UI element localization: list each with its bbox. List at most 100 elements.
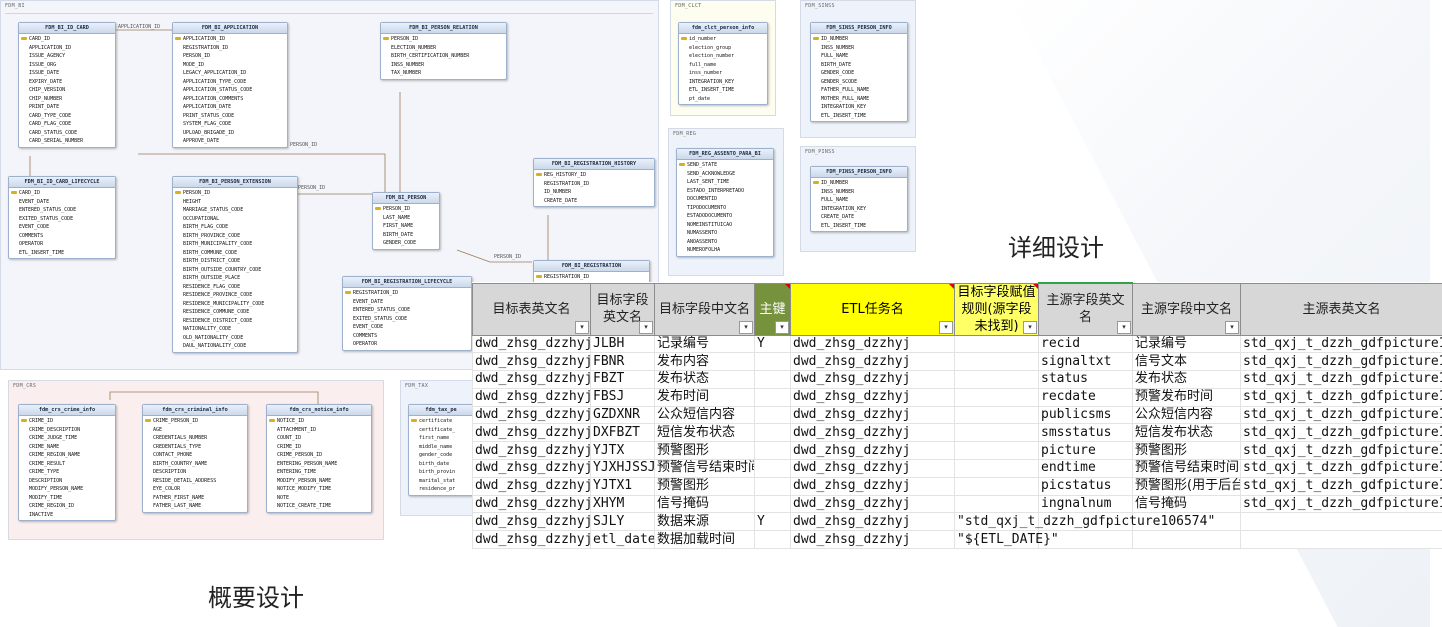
table-cell[interactable]: 短信发布状态 <box>1132 423 1241 443</box>
table-cell[interactable]: 发布状态 <box>654 370 755 389</box>
col-header-target-field-en[interactable]: 目标字段英文名▾ <box>590 282 655 336</box>
table-cell[interactable]: FBNR <box>590 352 655 372</box>
table-cell[interactable] <box>954 423 1039 443</box>
table-cell[interactable] <box>954 370 1039 389</box>
table-cell[interactable]: 预警信号结束时间 <box>654 459 755 478</box>
table-cell[interactable] <box>754 423 791 443</box>
table-cell[interactable]: dwd_zhsg_dzzhyj <box>472 352 591 372</box>
col-header-target-field-cn[interactable]: 目标字段中文名▾ <box>654 282 755 336</box>
table-cell[interactable]: std_qxj_t_dzzh_gdfpicture106574 <box>1240 459 1442 478</box>
table-cell[interactable]: YJXHJSSJ <box>590 459 655 478</box>
table-cell[interactable]: dwd_zhsg_dzzhyj <box>790 530 955 550</box>
table-cell[interactable]: dwd_zhsg_dzzhyj <box>472 334 591 354</box>
table-cell[interactable]: dwd_zhsg_dzzhyj <box>472 459 591 478</box>
table-cell[interactable] <box>754 352 791 372</box>
table-cell[interactable] <box>1132 530 1241 550</box>
filter-dropdown-icon[interactable]: ▾ <box>739 320 753 334</box>
table-cell[interactable]: signaltxt <box>1038 352 1133 372</box>
table-cell[interactable]: dwd_zhsg_dzzhyj <box>790 512 955 532</box>
table-cell[interactable] <box>754 370 791 389</box>
col-header-primary-key[interactable]: 主键▾ <box>754 282 791 336</box>
table-cell[interactable] <box>954 459 1039 478</box>
col-header-etl-task[interactable]: ETL任务名▾ <box>790 282 955 336</box>
table-cell[interactable]: 信号掩码 <box>654 494 755 514</box>
table-cell[interactable]: GZDXNR <box>590 405 655 425</box>
table-cell[interactable]: dwd_zhsg_dzzhyj <box>790 441 955 461</box>
table-cell[interactable]: 预警信号结束时间 <box>1132 459 1241 478</box>
table-cell[interactable]: std_qxj_t_dzzh_gdfpicture106574 <box>1240 334 1442 354</box>
table-cell[interactable] <box>754 405 791 425</box>
table-cell[interactable] <box>754 459 791 478</box>
table-cell[interactable]: std_qxj_t_dzzh_gdfpicture106574 <box>1240 405 1442 425</box>
table-cell[interactable]: 短信发布状态 <box>654 423 755 443</box>
table-cell[interactable]: "${ETL_DATE}" <box>954 530 1059 550</box>
table-cell[interactable]: std_qxj_t_dzzh_gdfpicture106574 <box>1240 494 1442 514</box>
table-cell[interactable]: smsstatus <box>1038 423 1133 443</box>
table-cell[interactable]: 记录编号 <box>654 334 755 354</box>
table-cell[interactable]: XHYM <box>590 494 655 514</box>
table-cell[interactable] <box>954 494 1039 514</box>
table-cell[interactable]: dwd_zhsg_dzzhyj <box>790 387 955 407</box>
table-cell[interactable]: std_qxj_t_dzzh_gdfpicture106574 <box>1240 441 1442 461</box>
table-cell[interactable]: dwd_zhsg_dzzhyj <box>472 370 591 389</box>
table-cell[interactable]: dwd_zhsg_dzzhyj <box>472 530 591 550</box>
table-cell[interactable]: std_qxj_t_dzzh_gdfpicture106574 <box>1240 476 1442 496</box>
table-cell[interactable] <box>954 387 1039 407</box>
table-cell[interactable]: 预警图形 <box>654 441 755 461</box>
table-cell[interactable]: "std_qxj_t_dzzh_gdfpicture106574" <box>954 512 1215 532</box>
table-cell[interactable]: picture <box>1038 441 1133 461</box>
table-cell[interactable]: dwd_zhsg_dzzhyj <box>790 334 955 354</box>
table-cell[interactable] <box>754 387 791 407</box>
table-cell[interactable] <box>754 494 791 514</box>
table-cell[interactable]: std_qxj_t_dzzh_gdfpicture106574 <box>1240 423 1442 443</box>
table-cell[interactable]: YJTX1 <box>590 476 655 496</box>
table-cell[interactable]: dwd_zhsg_dzzhyj <box>790 352 955 372</box>
table-cell[interactable]: status <box>1038 370 1133 389</box>
col-header-source-field-en[interactable]: 主源字段英文名▾ <box>1038 282 1133 336</box>
table-cell[interactable]: dwd_zhsg_dzzhyj <box>472 512 591 532</box>
table-cell[interactable]: YJTX <box>590 441 655 461</box>
table-cell[interactable] <box>954 476 1039 496</box>
table-cell[interactable] <box>954 334 1039 354</box>
table-cell[interactable]: dwd_zhsg_dzzhyj <box>472 476 591 496</box>
table-cell[interactable]: std_qxj_t_dzzh_gdfpicture106574 <box>1240 370 1442 389</box>
table-cell[interactable]: dwd_zhsg_dzzhyj <box>472 494 591 514</box>
col-header-source-field-cn[interactable]: 主源字段中文名▾ <box>1132 282 1241 336</box>
table-cell[interactable]: 预警图形(用于后台) <box>1132 476 1241 496</box>
table-cell[interactable] <box>754 441 791 461</box>
table-cell[interactable]: FBZT <box>590 370 655 389</box>
table-cell[interactable]: 发布内容 <box>654 352 755 372</box>
table-cell[interactable]: endtime <box>1038 459 1133 478</box>
table-cell[interactable]: 预警图形 <box>654 476 755 496</box>
filter-dropdown-icon[interactable]: ▾ <box>1117 320 1131 334</box>
table-cell[interactable]: JLBH <box>590 334 655 354</box>
table-cell[interactable]: dwd_zhsg_dzzhyj <box>472 387 591 407</box>
table-cell[interactable]: Y <box>754 512 791 532</box>
table-cell[interactable]: dwd_zhsg_dzzhyj <box>790 405 955 425</box>
table-cell[interactable] <box>954 405 1039 425</box>
table-cell[interactable]: dwd_zhsg_dzzhyj <box>790 370 955 389</box>
table-cell[interactable]: 数据来源 <box>654 512 755 532</box>
table-cell[interactable]: 记录编号 <box>1132 334 1241 354</box>
filter-dropdown-icon[interactable]: ▾ <box>775 320 789 334</box>
col-header-source-table[interactable]: 主源表英文名 <box>1240 282 1442 336</box>
col-header-assign-rule[interactable]: 目标字段赋值规则(源字段未找到)▾ <box>954 282 1039 336</box>
mapping-spreadsheet[interactable]: 目标表英文名▾ 目标字段英文名▾ 目标字段中文名▾ 主键▾ ETL任务名▾ 目标… <box>472 282 1442 550</box>
table-cell[interactable]: 信号掩码 <box>1132 494 1241 514</box>
col-header-target-table[interactable]: 目标表英文名▾ <box>472 282 591 336</box>
table-cell[interactable]: DXFBZT <box>590 423 655 443</box>
table-cell[interactable]: FBSJ <box>590 387 655 407</box>
